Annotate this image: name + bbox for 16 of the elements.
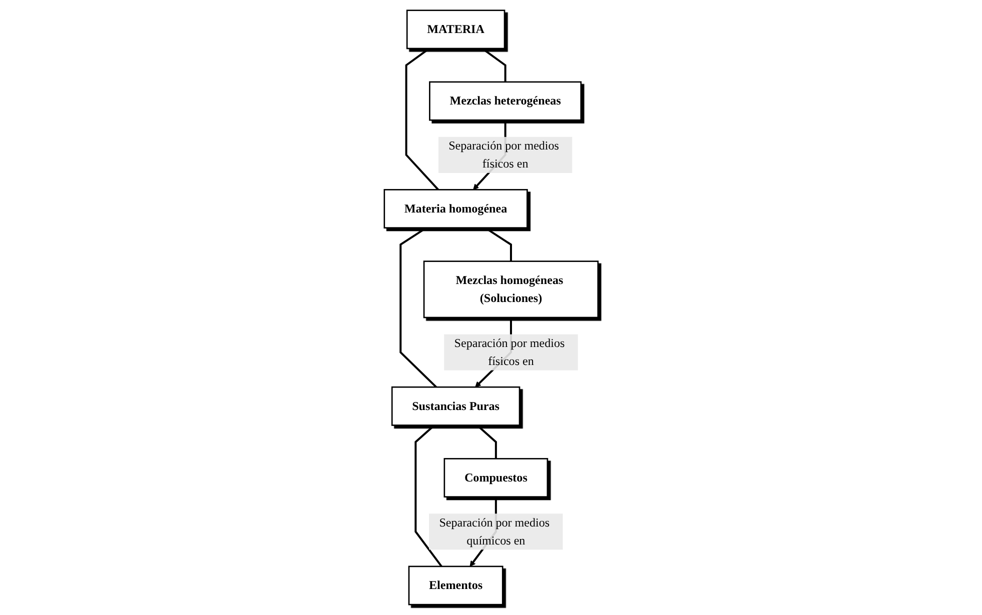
node-box: Materia homogénea (384, 189, 528, 229)
connector (476, 424, 497, 459)
connector (414, 424, 442, 568)
node-box: Mezclas homogéneas (Soluciones) (423, 260, 598, 318)
node-box: Elementos (408, 566, 504, 606)
node-box: Mezclas heterogéneas (428, 81, 582, 121)
connector (405, 48, 439, 190)
edge-label: Separación por medios físicos en (448, 138, 559, 170)
node-box: Sustancias Puras (391, 386, 520, 426)
node-box: MATERIA (406, 10, 506, 50)
connector (484, 227, 512, 262)
edge-label: Separación por medios químicos en (439, 516, 550, 548)
node-box: Compuestos (444, 458, 548, 498)
edge-label: Separación por medios físicos en (454, 336, 564, 368)
connector (399, 227, 437, 388)
connector (481, 48, 506, 82)
